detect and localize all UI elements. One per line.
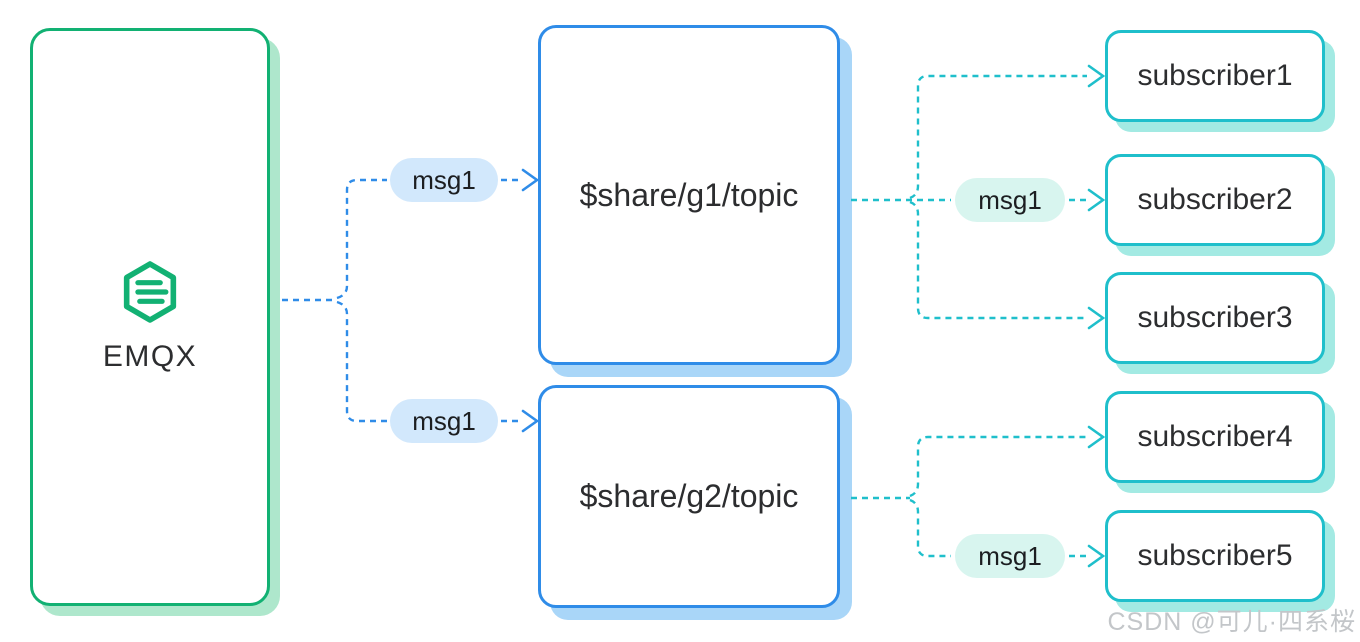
watermark: CSDN @可儿·四系桜: [1107, 608, 1356, 636]
subscriber4-label: subscriber4: [1137, 420, 1293, 453]
arrowhead-into-subscriber1: [1087, 64, 1106, 88]
topic-node-g1: $share/g1/topic: [538, 25, 840, 365]
subscriber-node-5: subscriber5: [1105, 510, 1325, 602]
message-badge-emqx-to-g2: msg1: [390, 399, 498, 443]
subscriber-node-2: subscriber2: [1105, 154, 1325, 246]
message-badge-g2-to-subscriber5: msg1: [955, 534, 1065, 578]
arrowhead-into-subscriber4: [1087, 425, 1106, 449]
subscriber-node-4: subscriber4: [1105, 391, 1325, 483]
message-badge-label: msg1: [412, 164, 476, 195]
arrowhead-into-subscriber5: [1087, 544, 1106, 568]
topic-g2-label: $share/g2/topic: [579, 478, 799, 514]
subscriber1-label: subscriber1: [1137, 59, 1293, 92]
message-badge-g1-to-subscriber2: msg1: [955, 178, 1065, 222]
topic-g1-label: $share/g1/topic: [579, 176, 799, 213]
subscriber3-label: subscriber3: [1137, 301, 1293, 334]
subscriber5-label: subscriber5: [1137, 539, 1293, 572]
message-badge-label: msg1: [978, 184, 1042, 215]
emqx-broker-node: EMQX: [30, 28, 270, 606]
arrowhead-into-topic-g1: [521, 168, 540, 192]
arrowhead-into-subscriber2: [1087, 188, 1106, 212]
subscriber-node-1: subscriber1: [1105, 30, 1325, 122]
emqx-label: EMQX: [102, 340, 198, 373]
arrowhead-into-subscriber3: [1087, 306, 1106, 330]
message-badge-emqx-to-g1: msg1: [390, 158, 498, 202]
topic-node-g2: $share/g2/topic: [538, 385, 840, 608]
subscriber-node-3: subscriber3: [1105, 272, 1325, 364]
message-badge-label: msg1: [412, 405, 476, 436]
connector-g2-to-subscriber4: [909, 425, 1106, 498]
message-badge-label: msg1: [978, 540, 1042, 571]
subscriber2-label: subscriber2: [1137, 183, 1293, 216]
emqx-logo-icon: [123, 261, 177, 323]
arrowhead-into-topic-g2: [521, 409, 540, 433]
